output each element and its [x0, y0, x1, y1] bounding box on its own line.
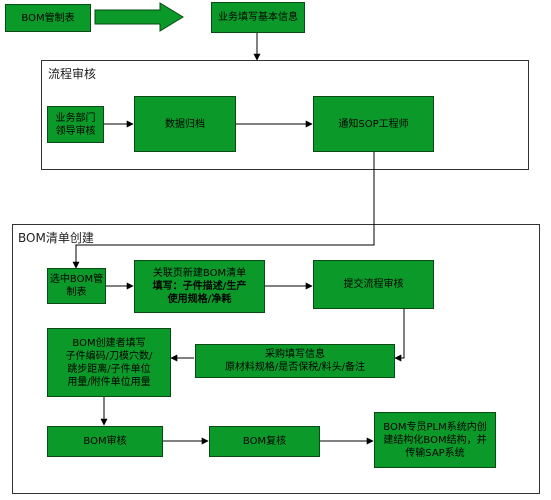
node-select-bom-form[interactable]: 选中BOM管 制表 [47, 268, 106, 304]
node-submit-review[interactable]: 提交流程审核 [313, 260, 434, 309]
link-page-line3: 使用规格/净耗 [167, 294, 232, 305]
node-bom-recheck[interactable]: BOM复核 [209, 426, 320, 457]
connector-submit-to-procurement [394, 309, 405, 362]
link-page-line2: 填写：子件描述/生产 [152, 281, 247, 292]
node-fill-basic-info[interactable]: 业务填写基本信息 [211, 2, 305, 33]
node-bom-review[interactable]: BOM审核 [47, 426, 163, 457]
link-page-line1: 关联页新建BOM清单 [152, 268, 247, 279]
connector-sop-to-select [72, 152, 375, 269]
node-procurement-fill[interactable]: 采购填写信息 原材料规格/是否保税/料头/备注 [195, 344, 395, 378]
node-bom-creator-fill[interactable]: BOM创建者填写 子件编码/刀模穴数/ 跳步距离/子件单位 用量/附件单位用量 [47, 328, 171, 397]
group-label-bom-list-create: BOM清单创建 [18, 231, 94, 245]
group-label-process-review: 流程审核 [48, 67, 97, 81]
group-bom-list-create [12, 224, 540, 494]
node-link-page[interactable]: 关联页新建BOM清单 填写：子件描述/生产 使用规格/净耗 [134, 260, 265, 313]
node-dept-leader-review[interactable]: 业务部门 领导审核 [47, 106, 104, 143]
node-data-archive[interactable]: 数据归档 [134, 96, 236, 152]
node-notify-sop[interactable]: 通知SOP工程师 [313, 96, 434, 152]
group-process-review [41, 60, 529, 170]
node-bom-form[interactable]: BOM管制表 [5, 4, 91, 32]
big-arrow [94, 2, 184, 32]
node-bom-specialist[interactable]: BOM专员PLM系统内创 建结构化BOM结构，并 传输SAP系统 [374, 412, 496, 468]
